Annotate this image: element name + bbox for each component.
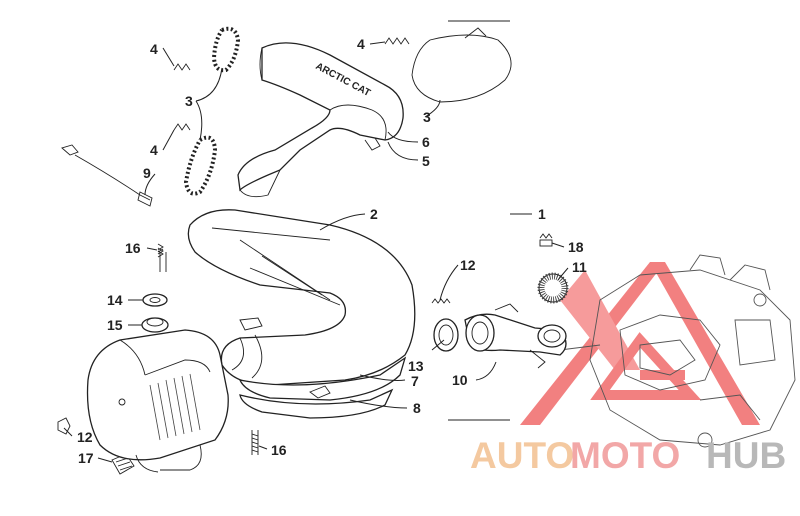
callout-15: 15	[107, 317, 123, 333]
callout-3a: 3	[185, 93, 193, 109]
callout-13: 13	[408, 358, 424, 374]
expansion-chamber	[187, 209, 416, 386]
spring-16-lower	[251, 430, 259, 455]
watermark-hub: HUB	[706, 435, 786, 476]
spring-4-mid	[173, 123, 191, 131]
callout-8: 8	[413, 400, 421, 416]
callout-4b: 4	[150, 142, 158, 158]
spring-4-top	[173, 63, 191, 71]
muffler	[86, 329, 229, 473]
mesh-screen	[537, 272, 569, 304]
callout-1: 1	[538, 206, 546, 222]
grommet-15	[141, 317, 169, 333]
callout-18: 18	[568, 239, 584, 255]
spring-clamp-mid	[183, 135, 218, 196]
spring-4-right	[384, 37, 410, 45]
washer-14	[142, 293, 168, 307]
callout-6: 6	[422, 134, 430, 150]
heat-shield-upper: ARCTIC CAT	[237, 42, 404, 198]
callout-16a: 16	[125, 240, 141, 256]
watermark-moto: MOTO	[570, 435, 680, 476]
callouts: 1 2 3 3 4 4 4 5 6 7 8 9 10 11 12 12 13 1…	[77, 36, 587, 466]
callout-10: 10	[452, 372, 468, 388]
logo-stroke-right	[650, 262, 760, 425]
logo-g-shape	[590, 332, 702, 400]
callout-14: 14	[107, 292, 123, 308]
muffler-louvers	[149, 373, 201, 441]
spring-16-upper	[157, 243, 167, 272]
clip-12-lower	[57, 417, 71, 435]
watermark-auto: AUTO	[470, 435, 574, 476]
temp-sensor-cable	[61, 144, 153, 207]
callout-3b: 3	[423, 109, 431, 125]
callout-5: 5	[422, 153, 430, 169]
callout-17: 17	[78, 450, 94, 466]
callout-2: 2	[370, 206, 378, 222]
spring-clamp-top	[211, 26, 241, 73]
callout-4c: 4	[357, 36, 365, 52]
leader-lines	[63, 41, 569, 463]
logo-g-bar	[640, 370, 685, 380]
callout-16b: 16	[271, 442, 287, 458]
band-clamp	[411, 27, 512, 103]
callout-12a: 12	[460, 257, 476, 273]
callout-11: 11	[572, 259, 587, 275]
engine-outline	[559, 254, 796, 448]
stud-18	[539, 233, 553, 247]
heat-shield-lower	[238, 356, 407, 419]
automotohub-watermark: AUTO MOTO HUB	[470, 435, 786, 476]
exhaust-manifold	[464, 303, 567, 369]
callout-9: 9	[143, 165, 151, 181]
stud-12-upper	[431, 298, 451, 304]
callout-4a: 4	[150, 41, 158, 57]
callout-12b: 12	[77, 429, 93, 445]
logo-stroke-inner	[560, 270, 640, 370]
callout-7: 7	[411, 373, 419, 389]
gasket-ring	[433, 318, 459, 352]
